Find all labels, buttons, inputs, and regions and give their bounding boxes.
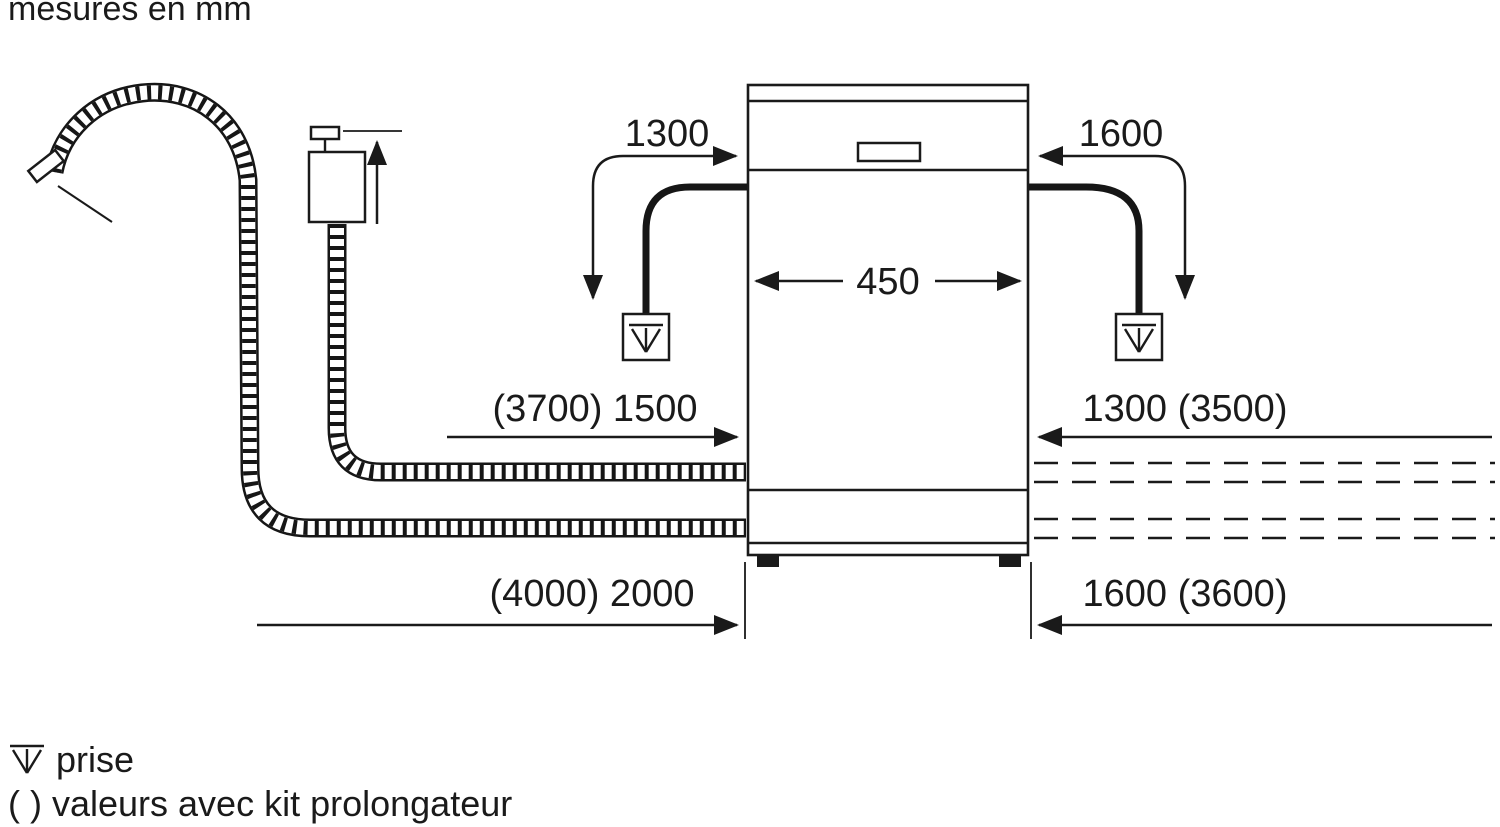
hose-continuation-dashed bbox=[1034, 461, 1495, 540]
drain-spout-line bbox=[57, 185, 113, 223]
plug-socket-left bbox=[621, 312, 671, 362]
drain-hose-end-fitting bbox=[26, 148, 66, 184]
width-label-mask bbox=[843, 258, 935, 302]
legend-extension-note: ( ) valeurs avec kit prolongateur bbox=[8, 783, 512, 824]
drain-hose bbox=[44, 82, 746, 538]
dim-label-drain-right: 1600 (3600) bbox=[1083, 573, 1288, 615]
aquastop-valve bbox=[307, 125, 367, 224]
supply-hose bbox=[327, 224, 746, 482]
dim-arrow-cable-right bbox=[1037, 146, 1195, 301]
control-panel-handle bbox=[856, 141, 922, 163]
water-tap-icon bbox=[309, 125, 341, 141]
legend-socket-label: prise bbox=[56, 739, 134, 780]
legend: prise ( ) valeurs avec kit prolongateur bbox=[8, 739, 512, 824]
dishwasher-foot-left bbox=[757, 555, 779, 567]
dim-label-cable-left: 1300 bbox=[625, 113, 710, 155]
dishwasher-foot-right bbox=[999, 555, 1021, 567]
diagram-title: mesures en mm bbox=[8, 0, 252, 28]
plug-socket-right bbox=[1114, 312, 1164, 362]
dim-label-supply-left: (3700) 1500 bbox=[493, 388, 698, 430]
dim-label-drain-left: (4000) 2000 bbox=[490, 573, 695, 615]
dim-arrow-cable-left bbox=[583, 146, 739, 301]
dim-label-supply-right: 1300 (3500) bbox=[1083, 388, 1288, 430]
tap-height-indicator bbox=[343, 130, 402, 224]
dim-label-width: 450 bbox=[856, 261, 919, 303]
dim-label-cable-right: 1600 bbox=[1079, 113, 1164, 155]
dishwasher bbox=[746, 83, 1030, 567]
